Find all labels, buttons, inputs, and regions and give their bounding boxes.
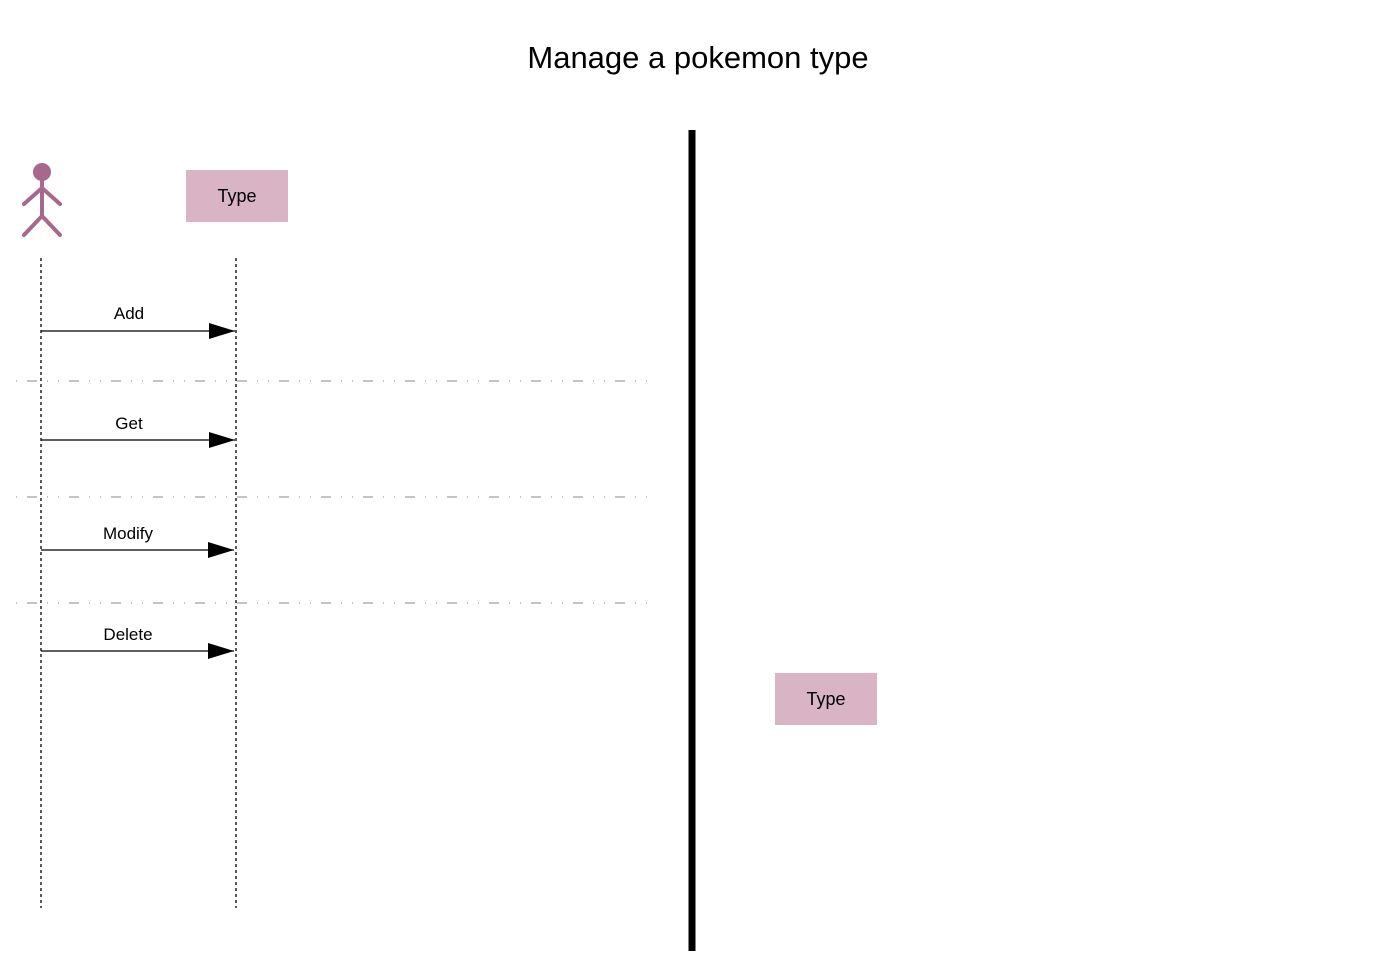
message-label-add: Add — [113, 304, 145, 323]
type-object-label: Type — [217, 185, 257, 206]
message-label-delete: Delete — [103, 625, 153, 644]
secondary-type-object-box: Type — [775, 673, 877, 725]
diagram-title: Manage a pokemon type — [527, 40, 869, 75]
secondary-type-object-label: Type — [806, 688, 846, 709]
message-label-get: Get — [115, 414, 143, 433]
actor-stick-figure-icon — [22, 163, 62, 237]
message-label-modify: Modify — [102, 524, 154, 543]
type-object-box: Type — [186, 170, 288, 222]
